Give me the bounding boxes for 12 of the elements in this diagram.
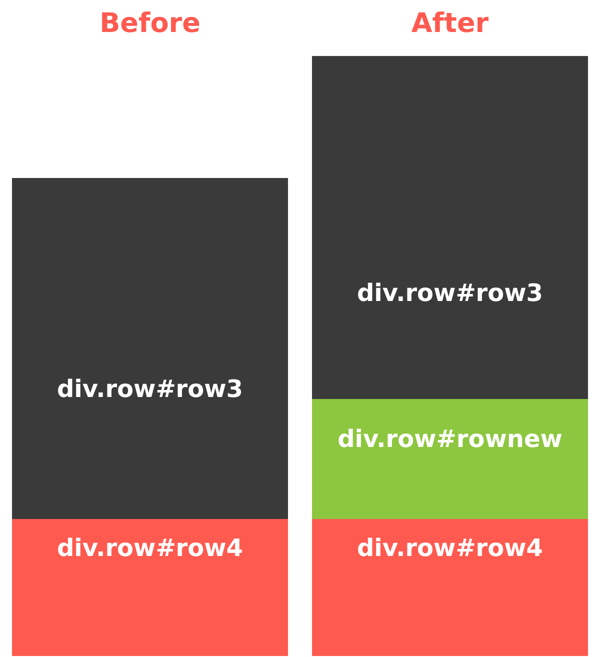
row-block: [12, 178, 288, 519]
row-block: [312, 519, 588, 656]
column-heading: After: [410, 7, 490, 41]
row-selector-text: div.row#row4: [56, 534, 243, 562]
row-selector-text: div.row#row3: [356, 278, 543, 306]
new-row-block: [312, 399, 588, 519]
row-selector-text: div.row#rownew: [338, 425, 562, 453]
column-heading: Before: [98, 7, 202, 41]
row-selector-text: div.row#row3: [56, 374, 243, 402]
row-block: [312, 56, 588, 399]
row-block: [12, 519, 288, 656]
row-selector-text: div.row#row4: [356, 534, 543, 562]
